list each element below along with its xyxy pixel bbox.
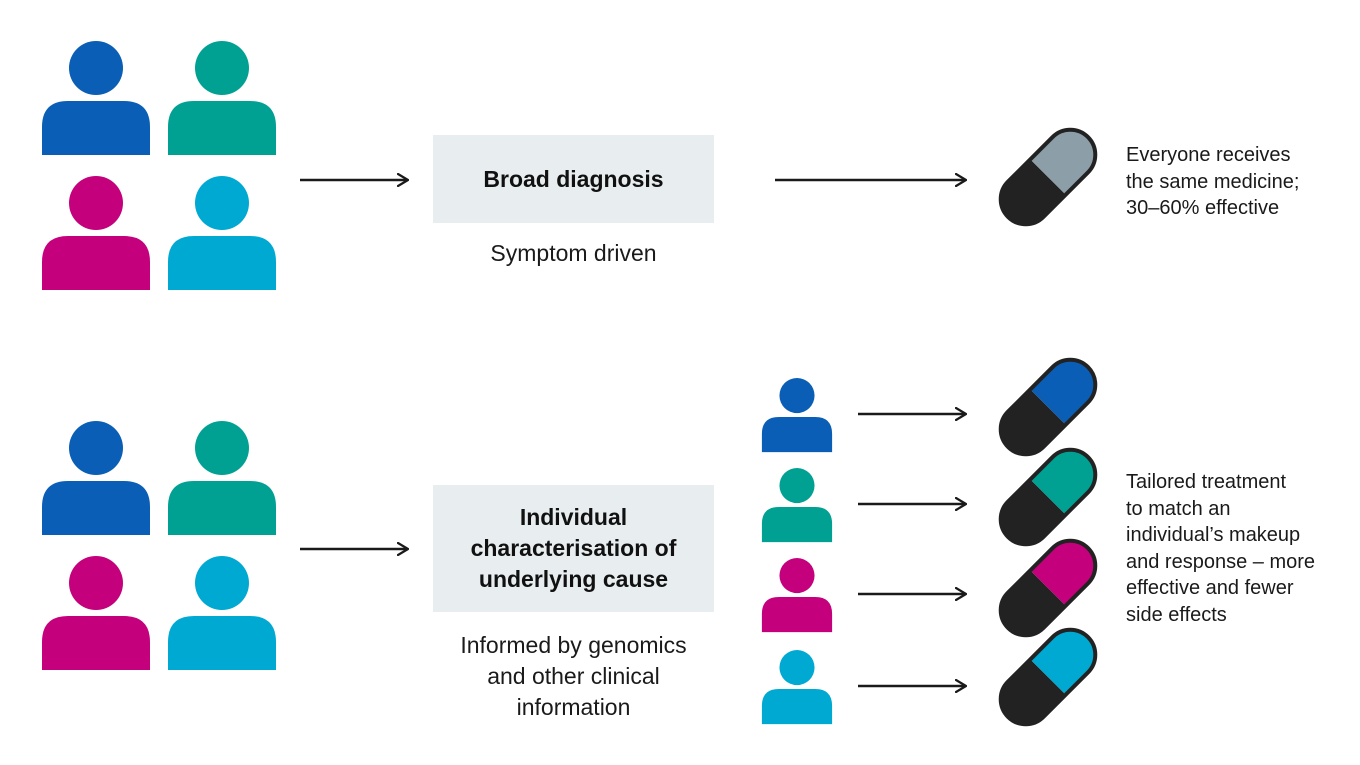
bottom-patient-person-icon-3 [42, 556, 150, 670]
individual-patient-person-icon-3 [761, 558, 833, 633]
broad-diagnosis-label: Broad diagnosis [483, 165, 664, 192]
same-medicine-outcome-text: Everyone receives the same medicine; 30–… [1126, 144, 1300, 219]
tailored-pill-icon-3 [998, 538, 1098, 638]
top-patient-person-icon-3 [42, 176, 150, 290]
individual-patient-person-icon-1 [761, 378, 833, 453]
individual-characterisation-label: Individual characterisation of underlyin… [470, 504, 677, 592]
bottom-patient-person-icon-2 [168, 421, 276, 535]
tailored-pill-icon-2 [998, 447, 1098, 547]
bottom-patient-person-icon-1 [42, 421, 150, 535]
top-patient-person-icon-2 [168, 41, 276, 155]
individual-patient-person-icon-4 [761, 650, 833, 725]
bottom-patient-person-icon-4 [168, 556, 276, 670]
top-patient-person-icon-1 [42, 41, 150, 155]
individual-characterisation-box: Individual characterisation of underlyin… [433, 485, 714, 612]
top-patient-person-icon-4 [168, 176, 276, 290]
tailored-pill-icon-4 [998, 627, 1098, 727]
genomics-caption: Informed by genomics and other clinical … [460, 632, 687, 720]
tailored-treatment-outcome-text: Tailored treatment to match an individua… [1126, 471, 1316, 626]
symptom-driven-caption: Symptom driven [490, 240, 657, 266]
broad-diagnosis-box: Broad diagnosis [433, 135, 714, 223]
individual-patient-person-icon-2 [761, 468, 833, 543]
shared-medicine-pill-icon [998, 127, 1098, 227]
tailored-pill-icon-1 [998, 357, 1098, 457]
